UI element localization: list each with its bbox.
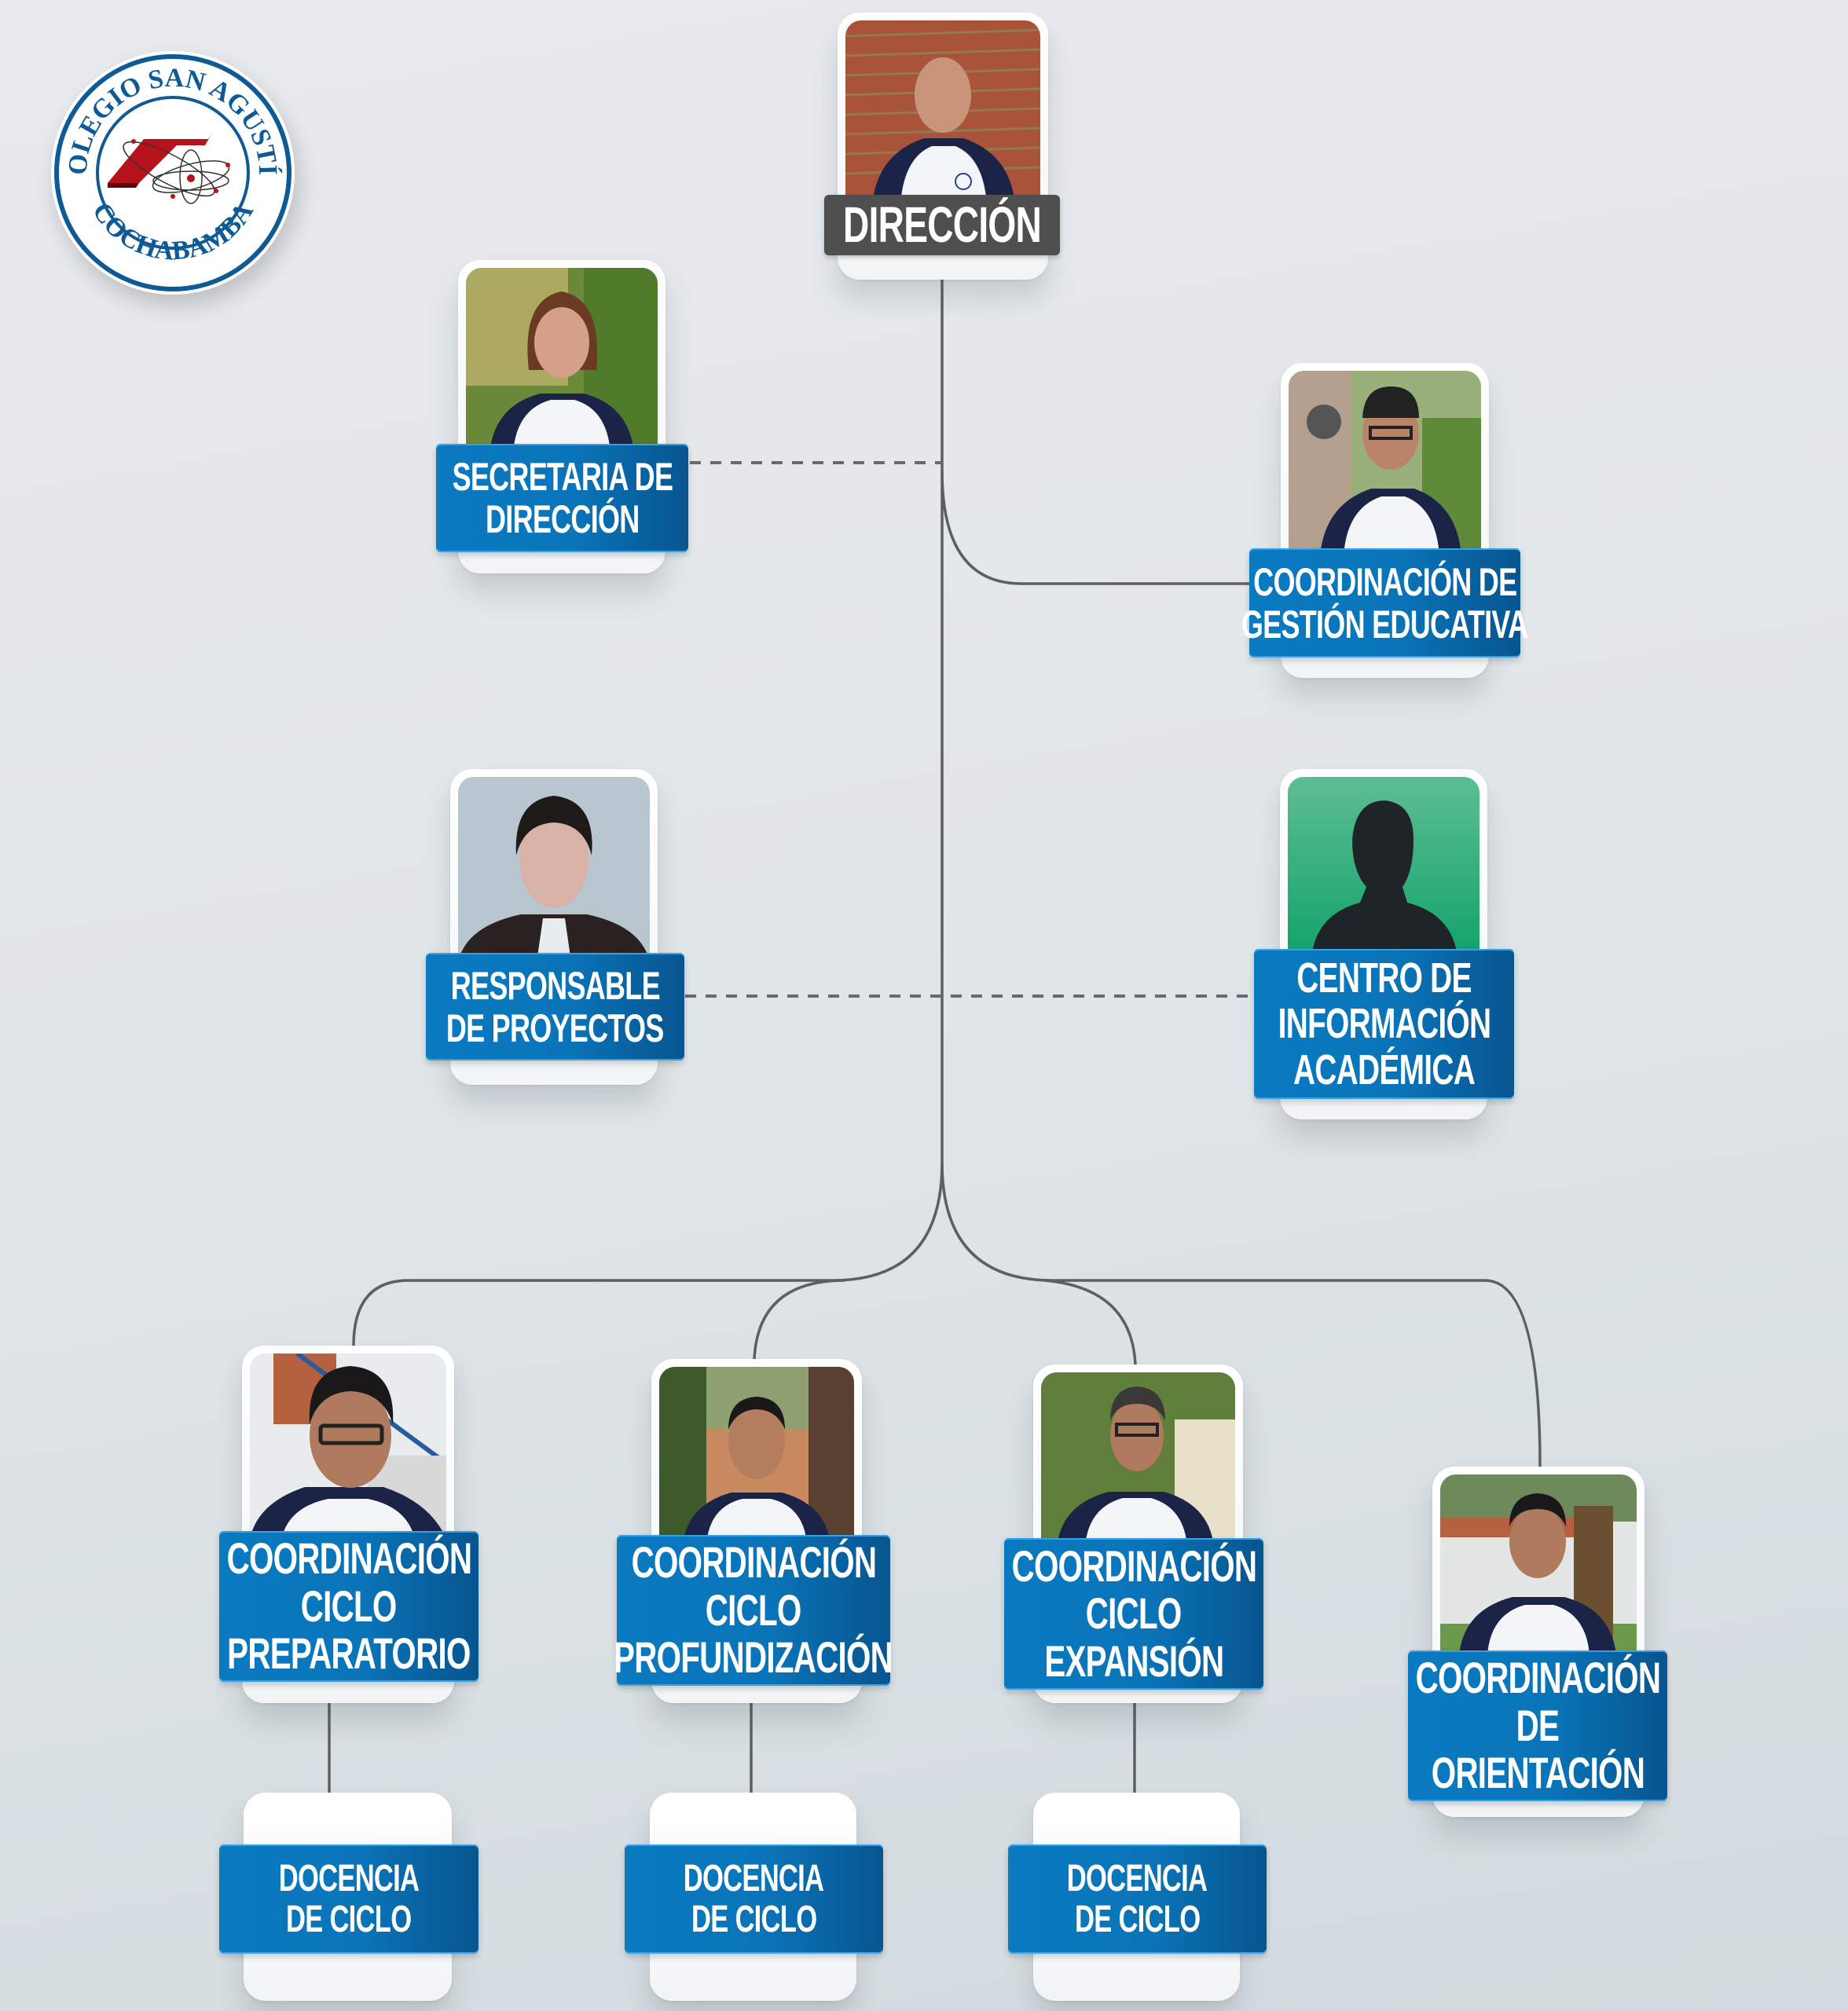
card-profundizacion: COORDINACIÓN CICLO PROFUNDIZACIÓN — [614, 1359, 893, 1703]
label-text: COORDINACIÓN — [631, 1537, 876, 1588]
label-text: COORDINACIÓN — [1415, 1653, 1660, 1703]
label-text: COORDINACIÓN — [1011, 1540, 1256, 1591]
label-text: DOCENCIA — [1067, 1857, 1208, 1899]
label-docencia-1: DOCENCIA DE CICLO — [219, 1844, 478, 1954]
label-orientacion: COORDINACIÓN DE ORIENTACIÓN — [1408, 1650, 1667, 1801]
label-text: PROFUNDIZACIÓN — [614, 1632, 893, 1683]
label-text: ORIENTACIÓN — [1431, 1748, 1644, 1798]
card-docencia-2: DOCENCIA DE CICLO — [625, 1793, 883, 2001]
label-text: PREPARATORIO — [227, 1628, 471, 1679]
person-photo-icon — [845, 20, 1040, 205]
label-text: CICLO — [1086, 1588, 1182, 1639]
label-text: DIRECCIÓN — [485, 497, 640, 541]
card-docencia-3: DOCENCIA DE CICLO — [1008, 1793, 1267, 2001]
label-docencia-2: DOCENCIA DE CICLO — [625, 1844, 883, 1954]
card-expansion: COORDINACIÓN CICLO EXPANSIÓN — [1004, 1364, 1263, 1703]
photo-profundizacion — [659, 1367, 854, 1544]
label-text: ACADÉMICA — [1292, 1046, 1476, 1093]
photo-preparatorio — [250, 1353, 446, 1539]
person-photo-icon — [250, 1353, 446, 1539]
card-centro: CENTRO DE INFORMACIÓN ACADÉMICA — [1254, 769, 1514, 1119]
label-secretaria: SECRETARIA DE DIRECCIÓN — [436, 444, 688, 552]
label-text: DOCENCIA — [278, 1857, 420, 1899]
label-expansion: COORDINACIÓN CICLO EXPANSIÓN — [1004, 1538, 1263, 1690]
card-proyectos: RESPONSABLE DE PROYECTOS — [426, 769, 684, 1085]
atom-seven-emblem-icon — [108, 133, 230, 204]
person-photo-icon — [659, 1367, 854, 1544]
label-docencia-3: DOCENCIA DE CICLO — [1008, 1844, 1267, 1954]
person-photo-icon — [466, 268, 658, 453]
photo-secretaria — [466, 268, 658, 453]
photo-orientacion — [1440, 1474, 1637, 1655]
photo-direccion — [845, 20, 1040, 205]
label-preparatorio: COORDINACIÓN CICLO PREPARATORIO — [219, 1531, 478, 1682]
label-proyectos: RESPONSABLE DE PROYECTOS — [426, 953, 684, 1060]
label-text: COORDINACIÓN DE — [1252, 559, 1517, 604]
label-text: DE — [1516, 1700, 1560, 1750]
school-logo: COLEGIO SAN AGUSTÍN COCHABAMBA — [51, 51, 295, 295]
label-profundizacion: COORDINACIÓN CICLO PROFUNDIZACIÓN — [614, 1535, 893, 1686]
card-direccion: DIRECCIÓN — [824, 13, 1060, 280]
label-text: INFORMACIÓN — [1278, 1000, 1490, 1048]
person-photo-icon — [1440, 1474, 1637, 1655]
label-text: DE CICLO — [691, 1898, 817, 1940]
label-centro: CENTRO DE INFORMACIÓN ACADÉMICA — [1254, 949, 1514, 1099]
card-preparatorio: COORDINACIÓN CICLO PREPARATORIO — [219, 1346, 478, 1703]
label-direccion: DIRECCIÓN — [824, 195, 1060, 255]
label-text: GESTIÓN EDUCATIVA — [1241, 602, 1528, 647]
photo-expansion — [1041, 1372, 1235, 1547]
label-text: COORDINACIÓN — [226, 1533, 471, 1584]
person-photo-icon — [1041, 1372, 1235, 1547]
label-text: DE CICLO — [1074, 1898, 1201, 1940]
card-docencia-1: DOCENCIA DE CICLO — [219, 1793, 478, 2001]
photo-gestion — [1289, 371, 1481, 556]
label-text: CENTRO DE — [1296, 954, 1472, 1002]
label-text: CICLO — [301, 1581, 398, 1631]
card-secretaria: SECRETARIA DE DIRECCIÓN — [436, 260, 688, 573]
label-text: DOCENCIA — [684, 1857, 824, 1899]
label-gestion: COORDINACIÓN DE GESTIÓN EDUCATIVA — [1241, 548, 1528, 658]
photo-proyectos — [458, 777, 650, 962]
person-silhouette-icon — [1288, 777, 1480, 958]
person-photo-icon — [458, 777, 650, 962]
person-photo-icon — [1289, 371, 1481, 556]
label-text: DE CICLO — [286, 1898, 412, 1940]
label-text: EXPANSIÓN — [1043, 1636, 1224, 1686]
label-text: DIRECCIÓN — [842, 196, 1042, 253]
card-gestion: COORDINACIÓN DE GESTIÓN EDUCATIVA — [1241, 363, 1528, 678]
label-text: CICLO — [706, 1584, 802, 1635]
label-text: DE PROYECTOS — [446, 1006, 664, 1050]
label-text: SECRETARIA DE — [452, 455, 673, 499]
card-orientacion: COORDINACIÓN DE ORIENTACIÓN — [1408, 1467, 1667, 1817]
photo-centro — [1288, 777, 1480, 958]
label-text: RESPONSABLE — [450, 963, 660, 1008]
